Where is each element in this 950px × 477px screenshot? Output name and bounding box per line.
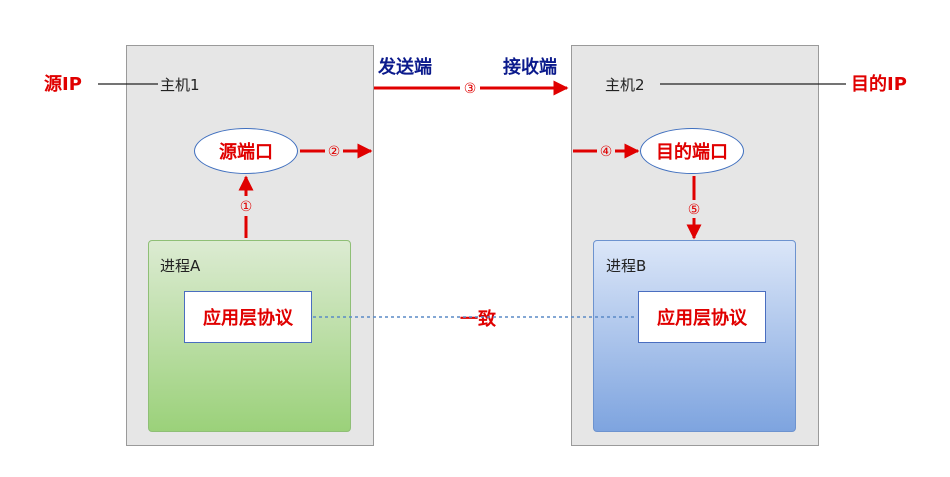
sender-label: 发送端 [378,57,432,78]
receiver-label: 接收端 [503,57,557,78]
step-2-marker: ② [328,144,341,160]
step-4-marker: ④ [600,144,613,160]
protocol-a-box: 应用层协议 [184,291,312,343]
dest-port: 目的端口 [640,128,744,174]
process-b-label: 进程B [606,257,647,275]
step-3-marker: ③ [464,81,477,97]
source-ip-label: 源IP [44,74,82,95]
step-1-marker: ① [240,199,253,215]
protocol-b-box: 应用层协议 [638,291,766,343]
host1-label: 主机1 [160,76,200,94]
dest-ip-label: 目的IP [851,74,907,95]
step-5-marker: ⑤ [688,202,701,218]
consistent-label: 一致 [456,305,500,331]
process-a-label: 进程A [160,257,201,275]
host2-label: 主机2 [605,76,645,94]
source-port: 源端口 [194,128,298,174]
